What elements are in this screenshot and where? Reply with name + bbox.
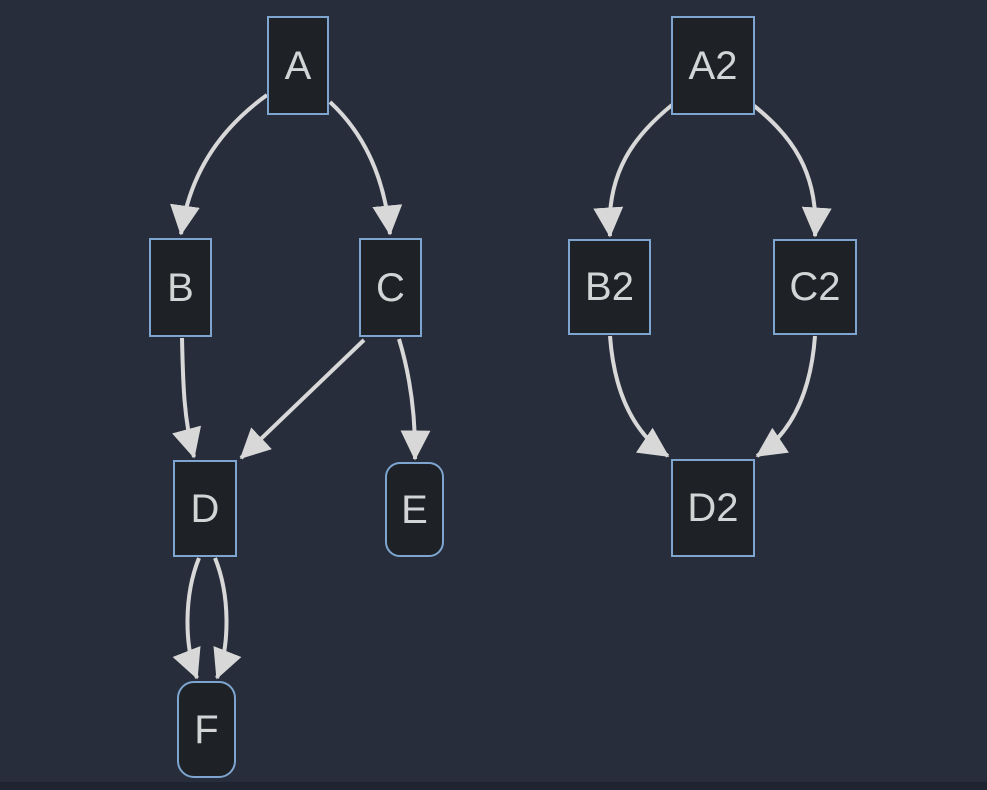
node-E[interactable]: E xyxy=(385,462,444,557)
node-C2-label: C2 xyxy=(789,265,841,309)
edge-B2-D2 xyxy=(608,335,670,458)
node-B2-label: B2 xyxy=(585,265,634,309)
node-C[interactable]: C xyxy=(359,238,422,337)
edge-A2-B2 xyxy=(593,103,674,238)
node-A[interactable]: A xyxy=(267,16,329,115)
edge-B-D xyxy=(172,337,202,459)
node-D-label: D xyxy=(190,486,220,531)
node-A2[interactable]: A2 xyxy=(671,16,755,115)
edge-C-E xyxy=(397,338,431,461)
node-A2-label: A2 xyxy=(688,43,738,88)
edge-A-C xyxy=(328,100,403,236)
node-D2-label: D2 xyxy=(687,486,739,530)
node-C2[interactable]: C2 xyxy=(773,239,857,335)
edge-D-F-1 xyxy=(172,557,201,680)
node-B[interactable]: B xyxy=(149,238,212,337)
edge-A-B xyxy=(170,93,269,236)
node-F[interactable]: F xyxy=(177,681,236,778)
edge-D-F-2 xyxy=(213,557,242,680)
node-B2[interactable]: B2 xyxy=(568,239,651,335)
node-E-label: E xyxy=(401,487,428,532)
node-B-label: B xyxy=(167,265,194,310)
edge-C2-D2 xyxy=(755,335,817,458)
node-D[interactable]: D xyxy=(173,460,237,557)
canvas-bottom-edge xyxy=(0,782,987,790)
node-C-label: C xyxy=(376,265,405,310)
node-D2[interactable]: D2 xyxy=(671,459,755,557)
edge-C-D xyxy=(239,338,366,460)
node-A-label: A xyxy=(284,43,312,88)
edge-A2-C2 xyxy=(751,103,832,238)
node-F-label: F xyxy=(194,707,219,752)
